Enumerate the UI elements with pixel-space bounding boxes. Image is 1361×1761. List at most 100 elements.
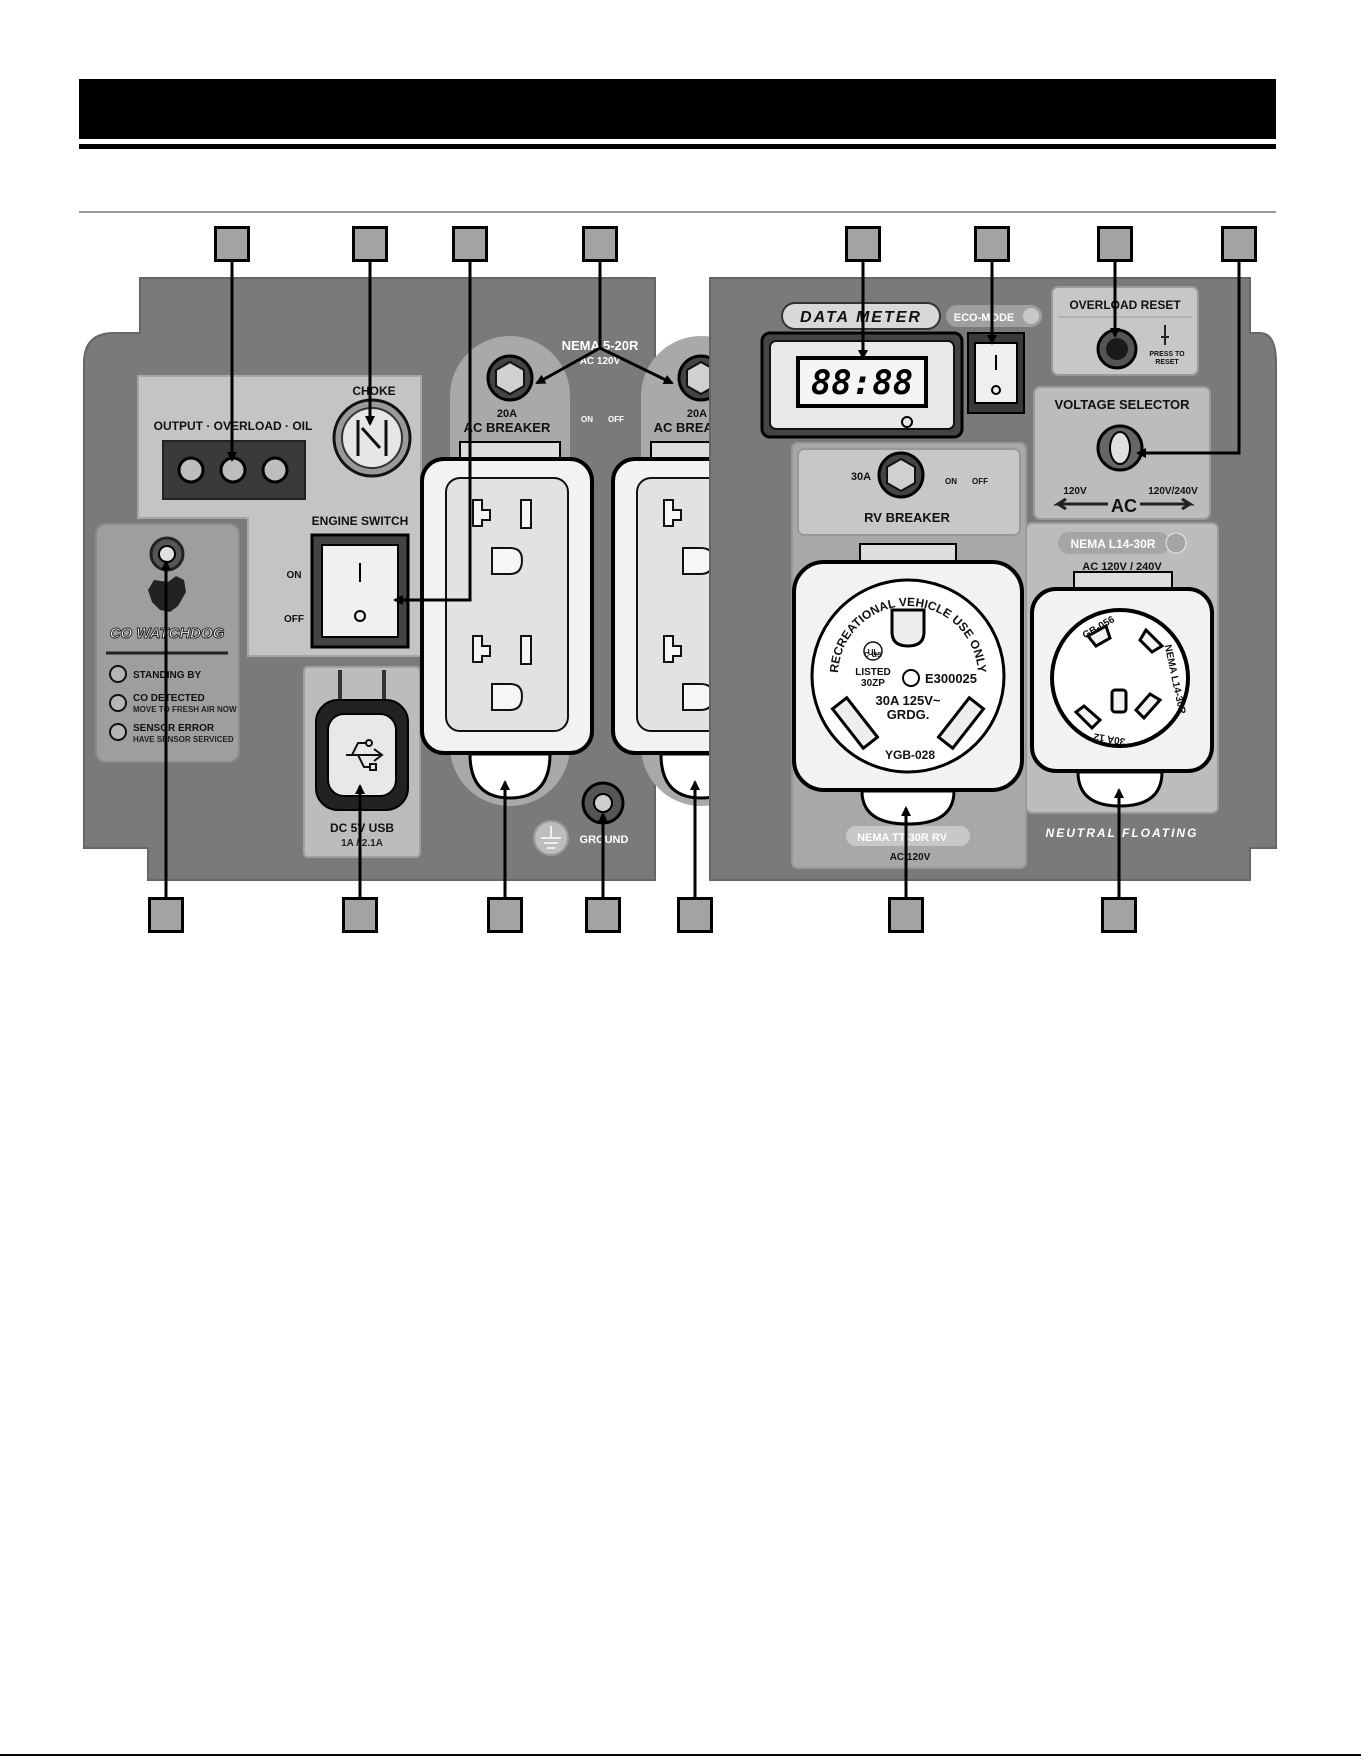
callout-leader-lines [161,262,1241,897]
section-header-bar [79,79,1276,139]
outlet-2-breaker-amp: 20A [687,408,707,420]
header-rule [79,144,1276,149]
outlet-1-receptacle-top[interactable] [472,499,532,575]
press-to-label: PRESS TO [1149,351,1185,358]
overload-indicator-light [219,456,247,484]
callout-bottom-6 [888,897,924,933]
tt-30r-voltage-label: AC 120V [890,852,931,863]
l14-30r-voltage-label: AC 120V / 240V [1082,561,1162,573]
callout-top-8 [1221,226,1257,262]
ul-mark [863,641,883,661]
l14-30r-receptacle[interactable] [1050,608,1190,748]
co-sensor-light-inner [158,545,176,563]
leader-top-3 [393,262,472,605]
engine-switch-rocker[interactable] [321,544,399,638]
callout-bottom-4 [585,897,621,933]
callout-top-5 [845,226,881,262]
voltage-selector-label: VOLTAGE SELECTOR [1054,397,1190,412]
callout-top-2 [352,226,388,262]
usb-rating-label: 1A / 2.1A [341,838,383,849]
engine-switch-off-mark [354,610,366,622]
usb-cover-tab[interactable] [338,670,386,700]
voltage-ac-label: AC [1111,496,1137,516]
l14-30r-badge [1058,532,1170,554]
callout-top-3 [452,226,488,262]
l14-30r-label: NEMA L14-30R [1071,537,1156,551]
callout-bottom-2 [342,897,378,933]
usb-icon [346,739,384,771]
nema-5-20r-voltage-label: AC 120V [580,356,621,367]
rv-breaker-off: OFF [972,477,988,486]
neutral-floating-label: NEUTRAL FLOATING [1046,826,1199,840]
standing-by-light [109,665,127,683]
outlet-1-breaker-amp: 20A [497,408,517,420]
sensor-error-sub-label: HAVE SENSOR SERVICED [133,735,234,744]
breaker-off-label: OFF [608,415,624,424]
overload-reset-button-inner [1106,338,1128,360]
engine-switch-label: ENGINE SWITCH [312,514,409,528]
eco-mode-label: ECO-MODE [954,312,1015,324]
tt-30r-screw [902,669,920,687]
ground-symbol [541,826,561,849]
choke-label: CHOKE [352,384,395,398]
outlet-1-face [445,477,569,732]
l14-30r-slots [1073,623,1165,731]
reset-label: RESET [1155,359,1179,366]
co-detected-label: CO DETECTED [133,693,205,704]
sub-rule [79,211,1276,213]
grdg-label: GRDG. [887,707,930,722]
tt-30r-badge [846,826,970,846]
eco-mode-badge [946,305,1042,327]
engine-off-label: OFF [284,614,304,625]
outlet-1-breaker-label: AC BREAKER [464,420,551,435]
callout-bottom-7 [1101,897,1137,933]
c-us-label: c us [864,649,882,659]
tt-30r-slot-left [830,695,880,751]
usb-title-label: DC 5V USB [330,821,394,835]
sensor-error-label: SENSOR ERROR [133,723,215,734]
data-meter-screen [796,356,928,408]
leaf-icon [1023,308,1039,324]
sensor-error-light [109,723,127,741]
choke-icon [356,420,388,456]
voltage-120v-label: 120V [1063,486,1087,497]
cert-label: E300025 [925,671,977,686]
rv-breaker-label: RV BREAKER [864,510,950,525]
rv-breaker-on: ON [945,477,957,486]
tt-30r-label: NEMA TT-30R RV [857,832,948,844]
listed-code-label: 30ZP [861,678,885,689]
press-hand-icon [1161,325,1169,345]
l14-30r-badge-icon [1165,532,1187,554]
leader-top-8 [1136,262,1241,458]
oil-indicator-light [261,456,289,484]
outlet-1-breaker-hex [495,360,525,396]
callout-top-6 [974,226,1010,262]
breaker-on-label: ON [581,415,593,424]
callout-top-1 [214,226,250,262]
data-meter-indicator [901,416,913,428]
eco-switch-off-mark [991,385,1001,395]
voltage-120-240v-label: 120V/240V [1148,486,1198,497]
voltage-left-arrow [1052,497,1108,511]
tt-30r-slot-right [936,695,986,751]
leader-top-4c [599,346,674,385]
co-detected-sub-label: MOVE TO FRESH AIR NOW [133,705,237,714]
voltage-right-arrow [1140,497,1196,511]
co-detected-light [109,694,127,712]
data-meter-display: 88:88 [811,363,913,403]
data-meter-badge [781,302,941,330]
ygb-label: YGB-028 [885,748,935,762]
callout-top-7 [1097,226,1133,262]
footer-rule [0,1754,1361,1756]
rv-breaker-amp: 30A [851,471,871,483]
engine-on-label: ON [287,570,302,581]
output-indicator-light [177,456,205,484]
rv-rating-label: 30A 125V~ [876,693,941,708]
ul-mark-text: UL [868,648,879,657]
outlet-1-receptacle-bottom[interactable] [472,635,532,711]
ground-terminal-bolt [593,793,613,813]
outlet-1-pull-tab[interactable] [468,752,552,800]
rv-breaker-hex [886,457,916,493]
voltage-selector-knob[interactable] [1109,431,1131,465]
data-meter-label: DATA METER [800,309,922,326]
